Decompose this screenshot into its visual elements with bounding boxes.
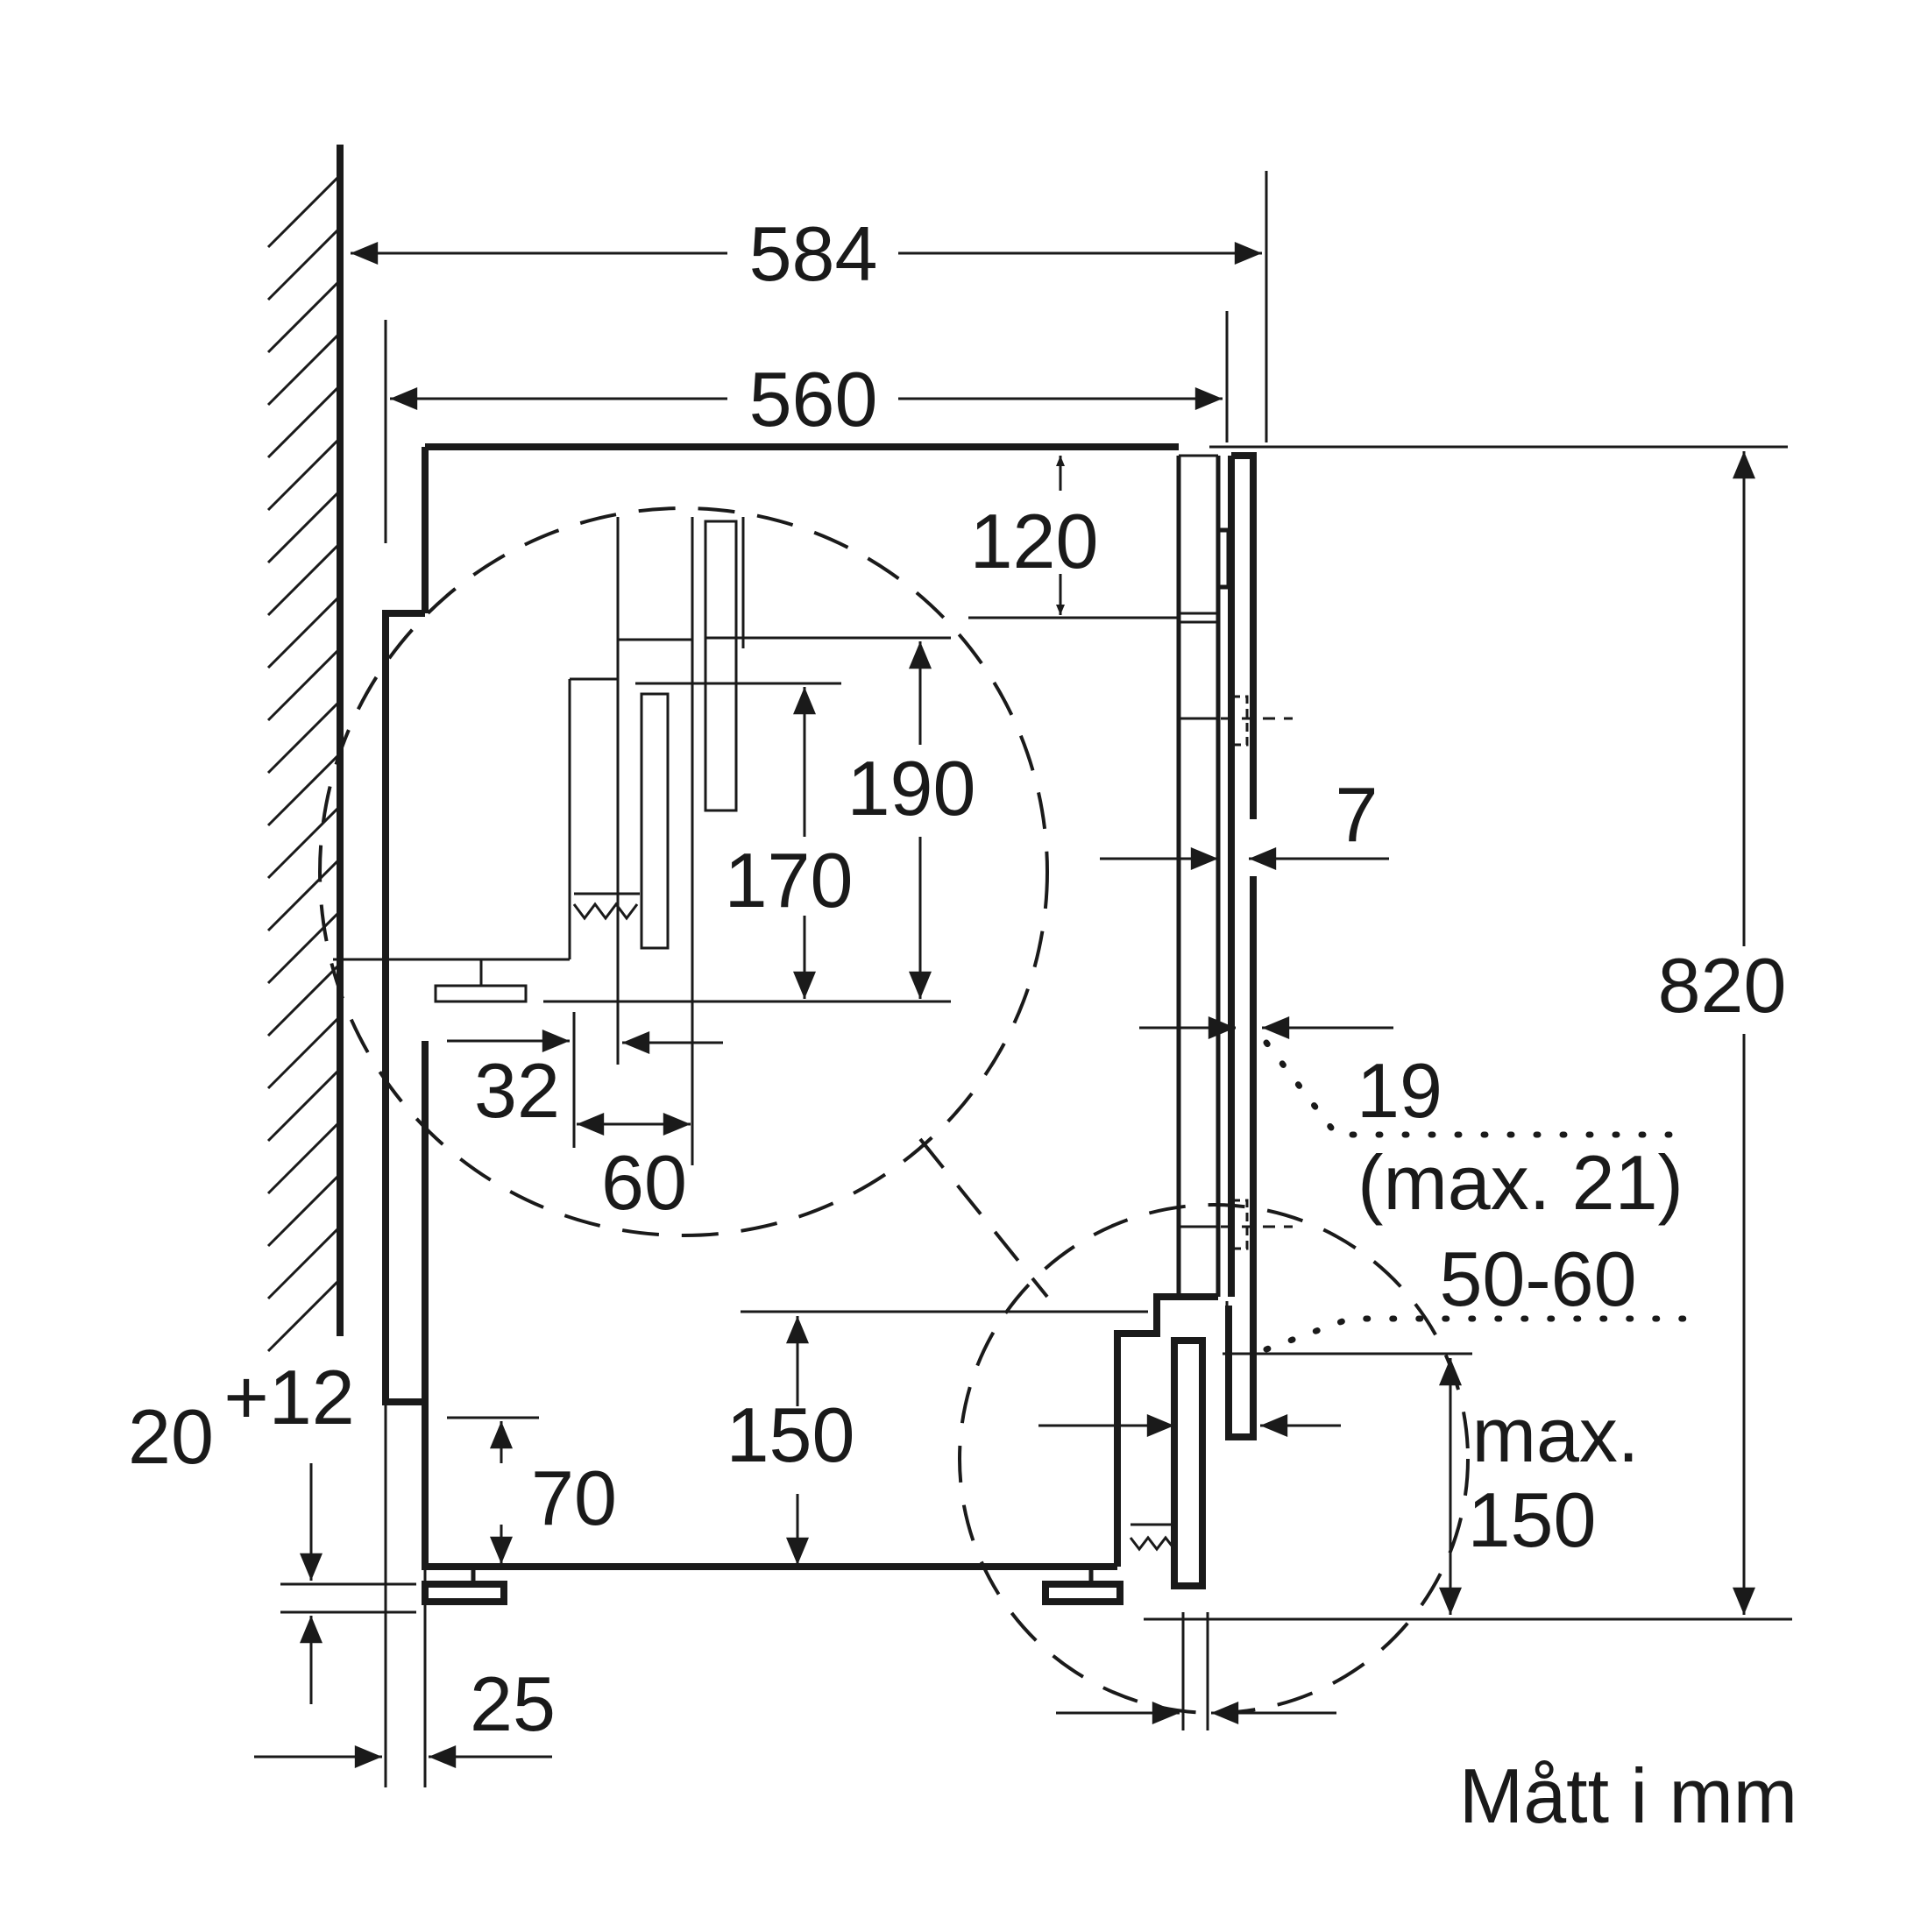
- dim-50-60: 50-60: [1439, 1235, 1636, 1322]
- wall: [266, 145, 344, 1353]
- dim-820: 820: [1658, 942, 1787, 1029]
- dim-20-tolerance: +12: [223, 1354, 354, 1440]
- dim-584: 584: [749, 210, 878, 297]
- hinge-detail: [333, 517, 745, 1165]
- dim-560: 560: [749, 356, 878, 442]
- dim-70: 70: [531, 1454, 617, 1541]
- units-note: Mått i mm: [1459, 1752, 1797, 1839]
- dim-60: 60: [601, 1139, 687, 1226]
- dim-150: 150: [727, 1391, 855, 1478]
- dim-170: 170: [725, 837, 854, 924]
- dim-25: 25: [470, 1660, 556, 1747]
- dim-190: 190: [847, 745, 976, 832]
- dimension-labels: 584 560 120 190 170 7 820 19 (max. 21) 3…: [128, 210, 1797, 1839]
- dim-19-max: (max. 21): [1357, 1139, 1683, 1226]
- dim-120: 120: [970, 498, 1099, 584]
- wall-hatching: [266, 173, 342, 1353]
- dim-19: 19: [1357, 1047, 1442, 1134]
- plinth-detail: [1129, 1523, 1176, 1552]
- dim-max-label: max.: [1472, 1391, 1640, 1478]
- dimension-lines: [254, 171, 1792, 1768]
- dim-32: 32: [474, 1047, 560, 1134]
- detail-circles: [318, 506, 1470, 1715]
- appliance-body: [382, 443, 1293, 1787]
- dim-max-150: 150: [1468, 1476, 1597, 1563]
- dim-7: 7: [1336, 771, 1379, 858]
- dim-20: 20: [128, 1393, 214, 1480]
